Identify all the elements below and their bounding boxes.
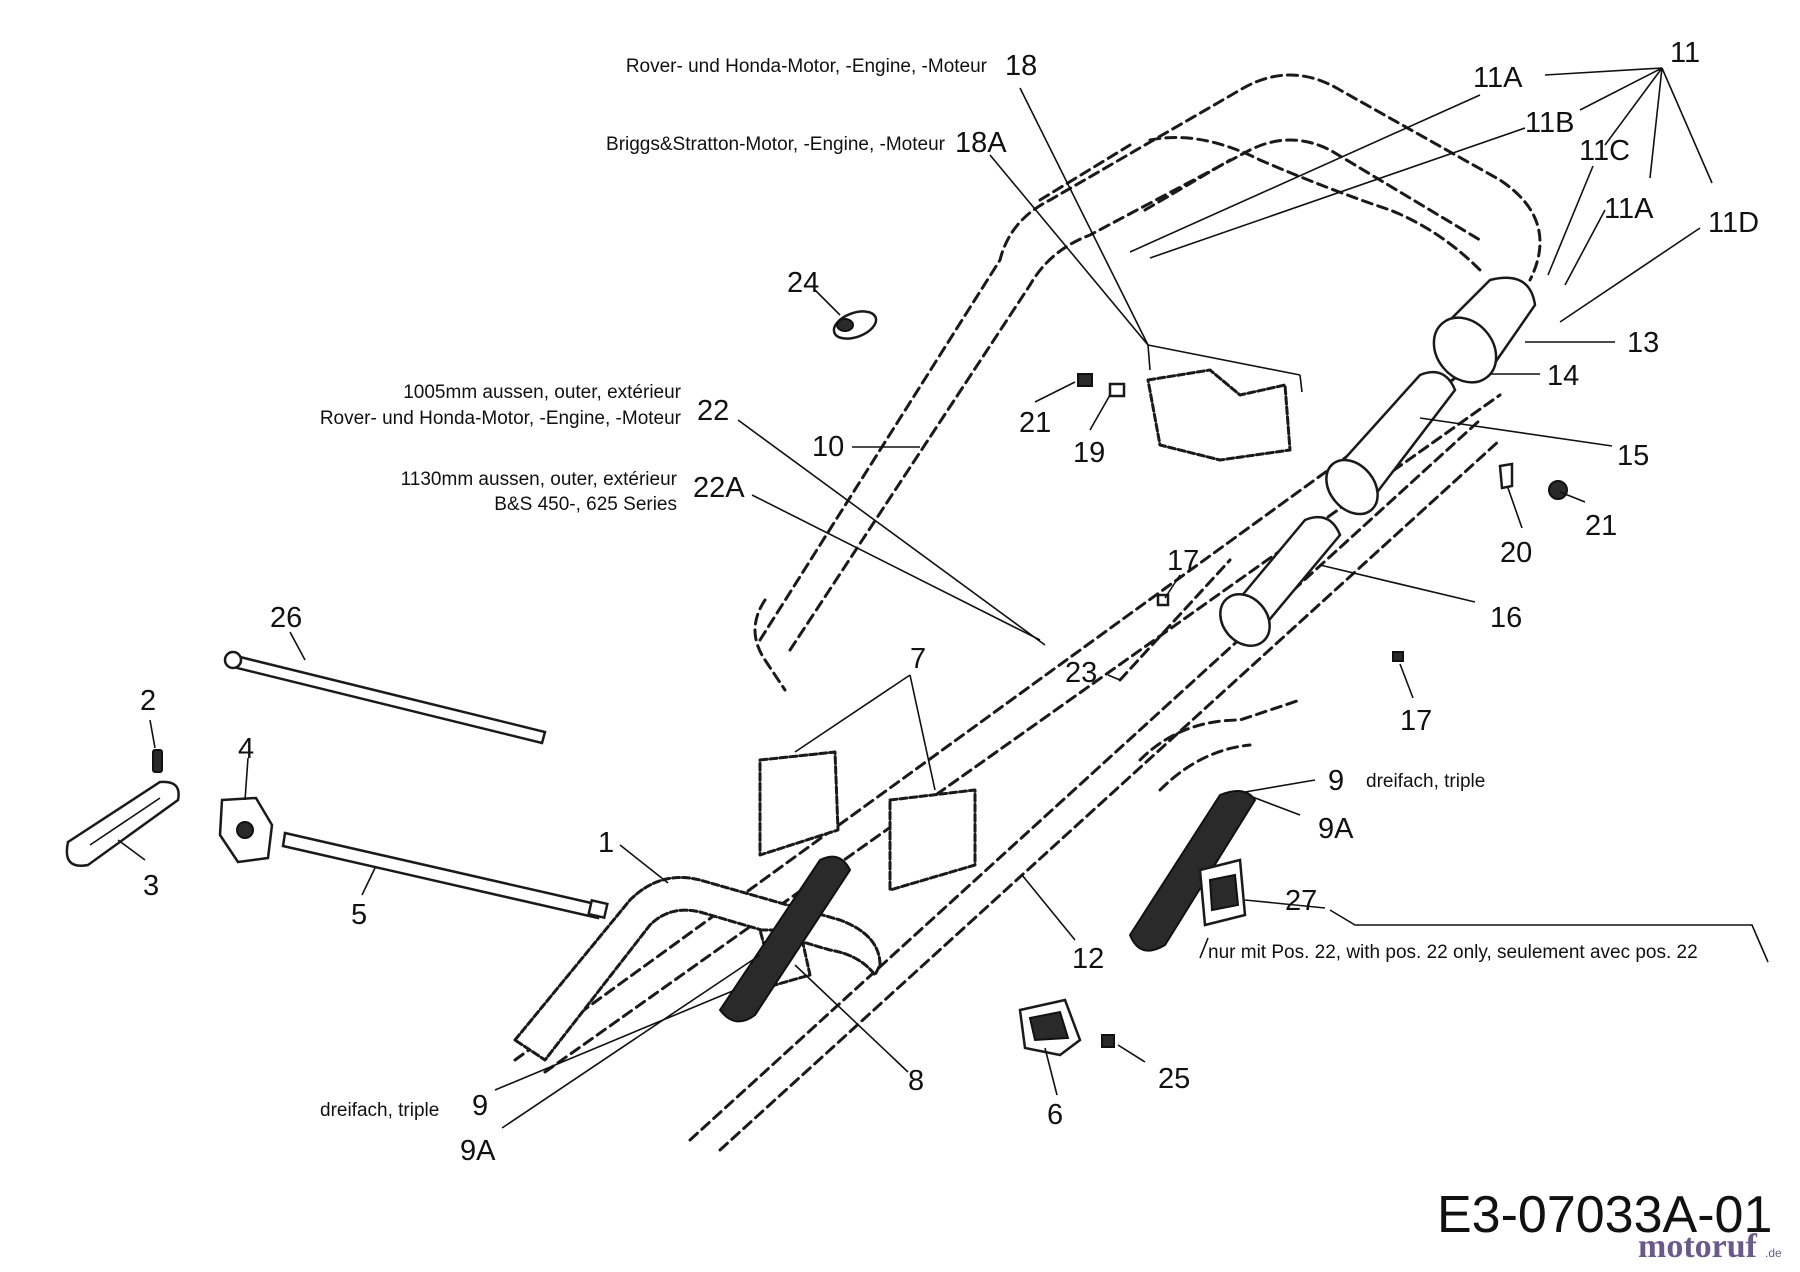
- label-27: 27: [1285, 885, 1317, 917]
- note-22a-line1: 1130mm aussen, outer, extérieur: [401, 469, 678, 490]
- part-3-clamp: [65, 780, 180, 867]
- part-18-19-switch-housing: [1108, 368, 1292, 462]
- watermark-suffix: .de: [1765, 1246, 1782, 1260]
- watermark-main: motoruf: [1638, 1228, 1758, 1265]
- part-17-clip-mid: [1156, 593, 1170, 607]
- diagram-code: E3-07033A-01: [1437, 1186, 1772, 1244]
- part-9-left-grip: [718, 855, 852, 1023]
- part-9-right-grip: [1128, 790, 1257, 952]
- part-16-cylinder: [1219, 515, 1342, 647]
- part-6-switch-box: [1018, 998, 1082, 1057]
- label-16: 16: [1490, 602, 1522, 634]
- part-20-clip: [1498, 462, 1514, 490]
- label-17-right: 17: [1400, 705, 1432, 737]
- note-18: Rover- und Honda-Motor, -Engine, -Moteur: [626, 56, 988, 77]
- part-2-pin: [152, 749, 163, 773]
- note-22-line2: Rover- und Honda-Motor, -Engine, -Moteur: [320, 408, 682, 429]
- label-12: 12: [1072, 943, 1104, 975]
- part-7-cable-clips: [758, 750, 977, 892]
- label-11a-top: 11A: [1473, 62, 1523, 94]
- note-labels: Rover- und Honda-Motor, -Engine, -Moteur…: [320, 56, 1698, 1121]
- label-3: 3: [143, 870, 159, 902]
- label-14: 14: [1547, 360, 1579, 392]
- part-5-rod: [281, 831, 609, 920]
- label-13: 13: [1627, 327, 1659, 359]
- part-4-bracket: [218, 796, 274, 864]
- leader-lines: [117, 67, 1769, 1129]
- label-21-left: 21: [1019, 407, 1051, 439]
- part-27-control: [1198, 858, 1247, 927]
- note-22-line1: 1005mm aussen, outer, extérieur: [403, 382, 681, 403]
- label-9a-left: 9A: [460, 1135, 496, 1167]
- label-2: 2: [140, 685, 156, 717]
- label-26: 26: [270, 602, 302, 634]
- part-15-tube: [1325, 370, 1457, 516]
- upper-handle-frame: [753, 73, 1542, 692]
- label-11a-right: 11A: [1604, 193, 1654, 225]
- part-25-nut: [1101, 1034, 1115, 1048]
- watermark: motoruf .de: [1638, 1228, 1782, 1265]
- label-4: 4: [238, 733, 254, 765]
- label-19: 19: [1073, 437, 1105, 469]
- part-23-cable: [1118, 558, 1232, 682]
- label-21-right: 21: [1585, 510, 1617, 542]
- label-1: 1: [598, 827, 614, 859]
- label-10: 10: [812, 431, 844, 463]
- label-15: 15: [1617, 440, 1649, 472]
- label-20: 20: [1500, 537, 1532, 569]
- label-9-left: 9: [472, 1090, 488, 1122]
- label-11d: 11D: [1708, 207, 1759, 239]
- label-9a-right: 9A: [1318, 813, 1354, 845]
- label-22a: 22A: [693, 472, 745, 504]
- label-5: 5: [351, 899, 367, 931]
- part-26-rod: [223, 650, 547, 745]
- label-24: 24: [787, 267, 819, 299]
- label-18a: 18A: [955, 127, 1007, 159]
- part-number-labels: 1 2 3 4 5 6 7 8 9 9A 9 9A 10 11 11A 11B …: [140, 37, 1759, 1167]
- part-17-clip-right: [1392, 651, 1404, 662]
- label-18: 18: [1005, 50, 1037, 82]
- label-25: 25: [1158, 1063, 1190, 1095]
- label-9-right: 9: [1328, 765, 1344, 797]
- part-21-nut-right: [1548, 480, 1568, 500]
- part-21-nut-left: [1077, 373, 1093, 387]
- label-11b: 11B: [1525, 107, 1574, 139]
- label-6: 6: [1047, 1099, 1063, 1131]
- label-8: 8: [908, 1065, 924, 1097]
- label-11c: 11C: [1579, 135, 1630, 167]
- note-22a-line2: B&S 450-, 625 Series: [494, 494, 677, 515]
- label-7: 7: [910, 643, 926, 675]
- label-11: 11: [1670, 37, 1700, 69]
- part-24-knob: [832, 310, 878, 340]
- note-18a: Briggs&Stratton-Motor, -Engine, -Moteur: [606, 134, 946, 155]
- note-9-left: dreifach, triple: [320, 1100, 439, 1121]
- label-17-mid: 17: [1167, 545, 1199, 577]
- label-22: 22: [697, 395, 729, 427]
- label-23: 23: [1065, 657, 1097, 689]
- note-27: nur mit Pos. 22, with pos. 22 only, seul…: [1208, 942, 1698, 963]
- note-9-right: dreifach, triple: [1366, 771, 1485, 792]
- part-13-14-drum: [1432, 276, 1537, 384]
